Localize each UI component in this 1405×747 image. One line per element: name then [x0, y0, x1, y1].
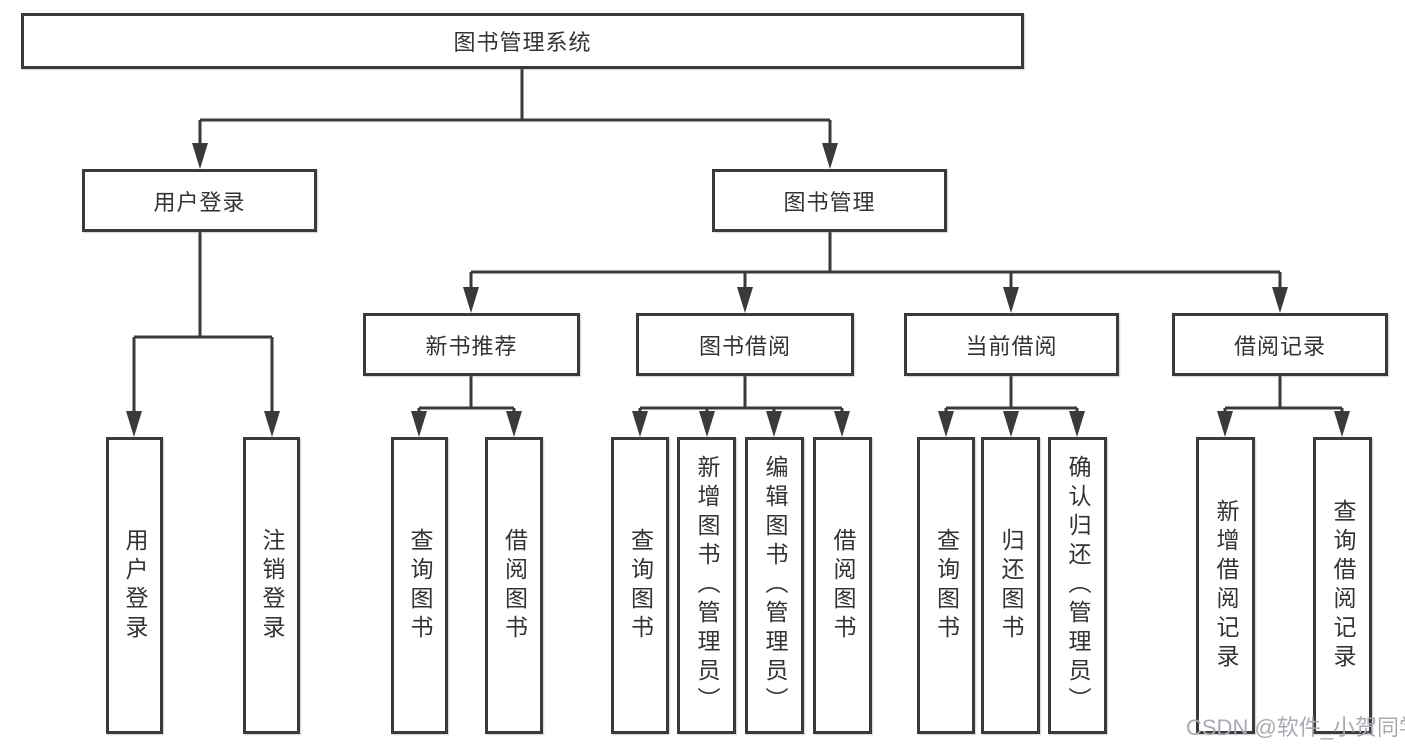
node-label: 用户登录 [122, 527, 148, 644]
arrowhead-icon [463, 287, 1288, 313]
node-leaf-query-books-1: 查询图书 [391, 437, 448, 734]
node-leaf-logout: 注销登录 [243, 437, 300, 734]
node-label: 编辑图书（管理员） [762, 455, 788, 716]
node-book-management: 图书管理 [712, 169, 947, 232]
connector-book-borrow-branch [638, 376, 844, 416]
connector-new-book-branch [417, 376, 516, 416]
node-leaf-confirm-return-admin: 确认归还（管理员） [1048, 437, 1107, 734]
arrowhead-icon [938, 411, 1085, 437]
connector-borrow-records-branch [1223, 376, 1344, 416]
node-label: 注销登录 [259, 527, 285, 644]
node-book-borrow: 图书借阅 [636, 313, 854, 376]
node-label: 查询图书 [627, 527, 654, 644]
node-label: 查询图书 [933, 527, 960, 644]
node-leaf-borrow-books-2: 借阅图书 [813, 437, 872, 734]
node-label: 图书管理系统 [453, 30, 592, 55]
node-label: 查询图书 [407, 527, 433, 644]
node-leaf-user-login: 用户登录 [106, 437, 163, 734]
node-leaf-query-books-2: 查询图书 [611, 437, 669, 734]
node-root-system: 图书管理系统 [21, 13, 1024, 69]
connector-root-branch [198, 69, 832, 148]
node-label: 查询借阅记录 [1330, 498, 1356, 673]
node-user-login: 用户登录 [82, 169, 317, 232]
node-leaf-edit-book-admin: 编辑图书（管理员） [745, 437, 804, 734]
node-label: 借阅记录 [1233, 333, 1326, 359]
node-borrow-records: 借阅记录 [1172, 313, 1388, 376]
arrowhead-icon [632, 411, 850, 437]
node-leaf-add-borrow-record: 新增借阅记录 [1196, 437, 1255, 734]
node-label: 用户登录 [153, 189, 246, 215]
node-label: 新增图书（管理员） [694, 455, 720, 716]
node-label: 借阅图书 [830, 527, 856, 644]
node-label: 借阅图书 [501, 527, 528, 644]
node-label: 图书借阅 [698, 333, 791, 359]
node-label: 图书管理 [783, 189, 876, 215]
connector-current-borrow-branch [944, 376, 1079, 416]
arrowhead-icon [126, 411, 280, 437]
watermark: CSDN @软件_小贺同学 [1186, 715, 1405, 740]
node-leaf-query-books-3: 查询图书 [917, 437, 975, 734]
arrowhead-icon [411, 411, 522, 437]
node-leaf-query-borrow-record: 查询借阅记录 [1313, 437, 1372, 734]
node-leaf-return-book: 归还图书 [981, 437, 1040, 734]
node-current-borrow: 当前借阅 [904, 313, 1119, 376]
connector-book-management-branch [469, 232, 1282, 292]
arrowhead-icon [1217, 411, 1350, 437]
node-label: 确认归还（管理员） [1065, 455, 1091, 716]
node-label: 归还图书 [998, 527, 1024, 644]
arrowhead-icon [192, 143, 838, 169]
node-label: 当前借阅 [965, 333, 1058, 359]
node-label: 新书推荐 [425, 333, 518, 359]
node-leaf-add-book-admin: 新增图书（管理员） [677, 437, 736, 734]
node-leaf-borrow-books-1: 借阅图书 [485, 437, 543, 734]
connector-user-login-branch [132, 232, 274, 416]
node-label: 新增借阅记录 [1213, 498, 1239, 673]
node-new-book-recommend: 新书推荐 [363, 313, 580, 376]
